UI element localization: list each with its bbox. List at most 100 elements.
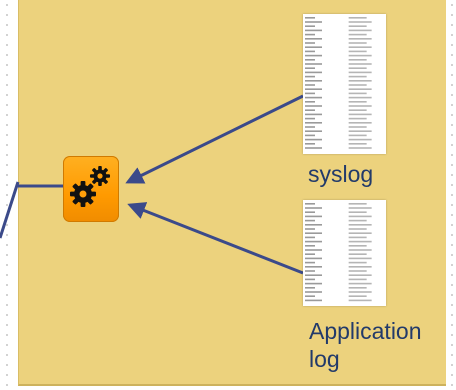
log-line-right (348, 147, 372, 149)
log-line-left (305, 75, 315, 78)
log-line-left (305, 54, 322, 57)
log-line-right (348, 240, 372, 243)
log-line-right (348, 291, 372, 293)
application-log-lines (305, 203, 372, 302)
log-line-left (305, 59, 315, 61)
log-line-right (348, 215, 372, 218)
log-line-left (305, 29, 322, 32)
syslog-label: syslog (308, 161, 374, 187)
log-line-left (305, 232, 322, 234)
log-line-right (348, 219, 367, 222)
log-line-right (348, 203, 367, 205)
log-line-left (305, 80, 322, 82)
log-line-right (348, 46, 372, 48)
log-line-right (348, 75, 367, 78)
log-line-right (348, 25, 367, 27)
log-line-right (348, 122, 372, 124)
log-line-right (348, 88, 372, 90)
log-line-right (348, 228, 367, 230)
log-line-left (305, 101, 315, 103)
right-dotted-border (449, 0, 455, 390)
log-line-left (305, 67, 315, 69)
log-line-left (305, 96, 322, 99)
log-line-left (305, 50, 315, 53)
log-line-left (305, 117, 315, 120)
log-line-right (348, 253, 367, 255)
log-line-left (305, 105, 322, 107)
log-line-right (348, 295, 367, 297)
log-line-right (348, 130, 372, 132)
log-line-right (348, 67, 367, 69)
processor-node (63, 156, 119, 222)
log-line-left (305, 224, 322, 226)
log-line-right (348, 224, 372, 226)
log-line-right (348, 287, 367, 289)
log-line-left (305, 130, 322, 132)
log-line-right (348, 29, 372, 32)
log-line-left (305, 249, 322, 251)
log-line-right (348, 266, 372, 268)
log-line-left (305, 17, 315, 19)
log-line-right (348, 282, 372, 285)
log-line-right (348, 38, 372, 40)
log-line-left (305, 113, 322, 116)
log-line-left (305, 33, 315, 36)
log-line-left (305, 219, 315, 222)
log-line-left (305, 270, 315, 272)
log-line-right (348, 92, 367, 95)
log-line-left (305, 42, 315, 44)
log-line-left (305, 25, 315, 27)
log-line-left (305, 245, 315, 247)
log-line-right (348, 278, 367, 281)
outgoing-arrow-line (0, 181, 20, 239)
log-line-left (305, 203, 315, 205)
log-line-left (305, 122, 322, 124)
log-line-right (348, 299, 372, 302)
log-line-right (348, 113, 372, 116)
log-line-right (348, 96, 372, 99)
log-line-left (305, 261, 315, 264)
log-line-left (305, 63, 322, 65)
log-line-left (305, 253, 315, 255)
log-line-left (305, 126, 315, 128)
log-line-left (305, 21, 322, 23)
log-line-right (348, 236, 367, 239)
log-line-left (305, 299, 322, 302)
log-line-left (305, 38, 322, 40)
log-line-left (305, 109, 315, 111)
log-line-left (305, 266, 322, 268)
log-line-left (305, 84, 315, 86)
log-line-right (348, 117, 367, 120)
log-line-left (305, 207, 322, 209)
log-line-left (305, 282, 322, 285)
log-line-left (305, 291, 322, 293)
log-line-left (305, 71, 322, 74)
log-line-right (348, 274, 372, 276)
log-line-left (305, 287, 315, 289)
log-line-right (348, 270, 367, 272)
log-line-left (305, 88, 322, 90)
log-line-left (305, 295, 315, 297)
log-line-right (348, 105, 372, 107)
syslog-log-lines (305, 17, 372, 149)
log-line-right (348, 126, 367, 128)
log-line-right (348, 143, 367, 145)
left-dotted-border (4, 0, 10, 390)
log-line-left (305, 92, 315, 95)
log-line-left (305, 240, 322, 243)
log-line-right (348, 54, 372, 57)
syslog-document-icon (303, 14, 386, 154)
log-line-right (348, 211, 367, 213)
log-line-right (348, 84, 367, 86)
log-line-left (305, 147, 322, 149)
log-line-right (348, 257, 372, 260)
log-line-right (348, 17, 367, 19)
log-line-left (305, 215, 322, 218)
log-line-left (305, 257, 322, 260)
log-line-right (348, 207, 372, 209)
syslog-arrow (125, 94, 304, 184)
log-line-right (348, 245, 367, 247)
log-line-right (348, 71, 372, 74)
